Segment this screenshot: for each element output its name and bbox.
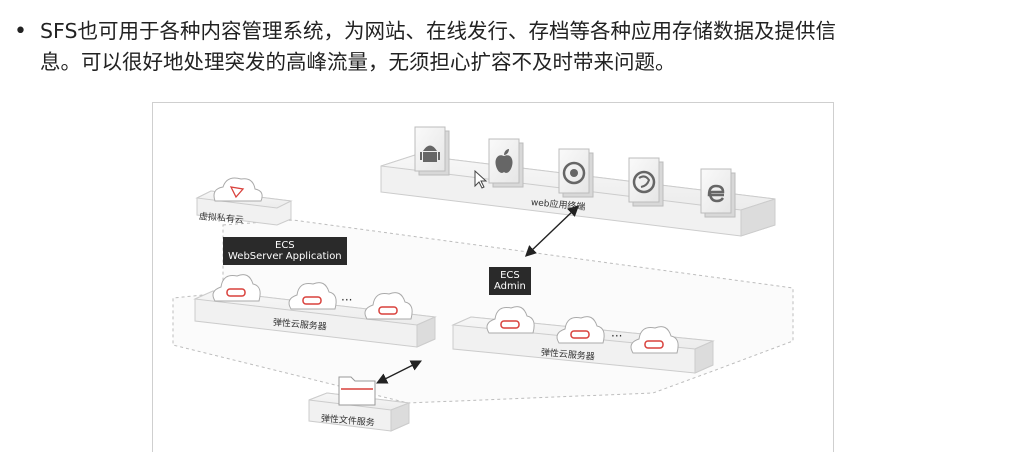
server-cloud-icon: [288, 282, 337, 310]
ecs-webserver-tag: ECS WebServer Application: [223, 237, 347, 265]
bullet-line-1: SFS也可用于各种内容管理系统，为网站、在线发行、存档等各种应用存储数据及提供信: [40, 19, 836, 43]
apple-icon: [495, 149, 513, 173]
ecs-admin-tag-line2: Admin: [494, 281, 526, 292]
architecture-diagram: web应用终端 虚拟私有云 ECS WebServer Application …: [152, 102, 834, 452]
firefox-icon: [632, 170, 656, 194]
bullet-text: SFS也可用于各种内容管理系统，为网站、在线发行、存档等各种应用存储数据及提供信…: [40, 16, 1000, 78]
bullet-marker: •: [14, 19, 27, 44]
ecs-admin-tag-line1: ECS: [500, 270, 520, 281]
firefox-app-card: [628, 157, 664, 207]
android-app-card: [414, 126, 450, 176]
mouse-cursor: [474, 169, 488, 189]
diagram-canvas: [172, 126, 794, 432]
vpc-cloud-icon: [213, 177, 263, 202]
chrome-icon: [562, 161, 586, 185]
ecs-webserver-tag-line2: WebServer Application: [228, 251, 342, 262]
server-cloud-icon: [556, 316, 605, 344]
ecs-webserver-tag-line1: ECS: [275, 240, 295, 251]
arrow-sfs-to-ecs: [375, 360, 423, 384]
apple-app-card: [488, 138, 524, 188]
ecs-admin-tag: ECS Admin: [489, 267, 531, 295]
android-icon: [420, 145, 440, 162]
server-cloud-icon: [486, 306, 535, 334]
ie-icon: [707, 184, 725, 203]
ellipsis-left: ···: [341, 293, 353, 307]
bullet-line-2: 息。可以很好地处理突发的高峰流量，无须担心扩容不及时带来问题。: [40, 50, 676, 74]
server-cloud-icon: [212, 274, 261, 302]
vpc-block: [195, 177, 293, 226]
sfs-block: [308, 376, 410, 432]
arrow-web-to-admin: [524, 205, 580, 257]
chrome-app-card: [558, 148, 594, 198]
server-cloud-icon: [364, 292, 413, 320]
folder-icon: [338, 376, 376, 406]
ie-app-card: [700, 168, 736, 218]
ellipsis-right: ···: [611, 329, 623, 343]
server-cloud-icon: [630, 326, 679, 354]
